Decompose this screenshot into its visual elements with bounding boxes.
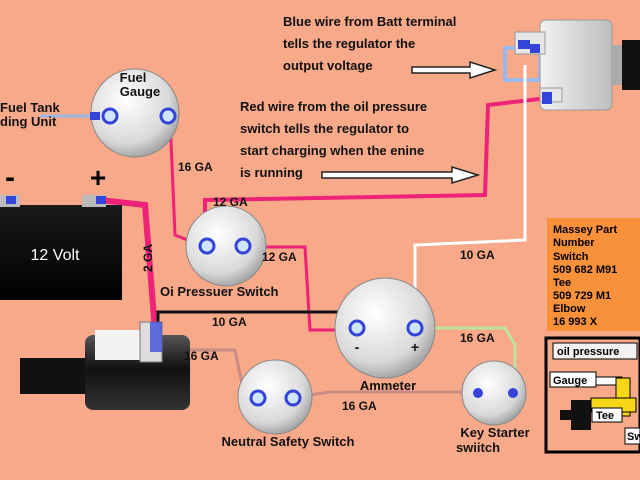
starter-motor xyxy=(20,321,190,410)
white-wire-10ga xyxy=(413,65,527,320)
ammeter: - + xyxy=(334,277,436,379)
parts-line-5: Tee xyxy=(553,277,571,289)
fuel-gauge-terminal-left xyxy=(101,107,119,125)
gauge-label-black: 10 GA xyxy=(212,315,247,329)
gauge-label-fuel-oil: 16 GA xyxy=(178,160,213,174)
key-starter-switch xyxy=(461,360,527,426)
parts-line-8: 16 993 X xyxy=(553,316,598,328)
parts-line-6: 509 729 M1 xyxy=(553,290,611,302)
parts-line-2: Number xyxy=(553,237,595,249)
arrow-red-note xyxy=(321,165,481,185)
parts-line-4: 509 682 M91 xyxy=(553,264,617,276)
note-red-line-1: Red wire from the oil pressure xyxy=(240,99,427,114)
neutral-safety-switch xyxy=(237,359,313,435)
fuel-gauge: Fuel Gauge xyxy=(90,68,180,158)
black-wire-10ga xyxy=(156,310,354,329)
battery-negative: - xyxy=(5,161,15,194)
oil-inset-gauge: Gauge xyxy=(553,375,587,387)
alternator xyxy=(514,19,640,111)
neutral-switch-terminal-right xyxy=(284,389,302,407)
fuel-gauge-label-2: Gauge xyxy=(120,84,160,99)
key-switch-label: Key Starter xyxy=(460,425,529,440)
note-blue-line-2: tells the regulator the xyxy=(283,36,415,51)
gauge-label-starter: 16 GA xyxy=(184,349,219,363)
gauge-label-oil-right: 12 GA xyxy=(262,250,297,264)
fuel-tank-label: Fuel Tank xyxy=(0,100,60,115)
key-switch-terminal-left xyxy=(473,388,483,398)
fuel-gauge-terminal-right xyxy=(159,107,177,125)
gauge-label-neutral-key: 16 GA xyxy=(342,399,377,413)
gauge-label-battery: 2 GA xyxy=(141,244,155,272)
parts-number-box: Massey Part Number Switch 509 682 M91 Te… xyxy=(547,218,640,331)
oil-pressure-inset: oil pressure Gauge Tee Sw xyxy=(544,336,640,454)
fuel-tank-label-2: ding Unit xyxy=(0,114,57,129)
note-red-line-2: switch tells the regulator to xyxy=(240,121,409,136)
oil-switch-terminal-left xyxy=(198,237,216,255)
oil-switch-label: Oi Pressuer Switch xyxy=(160,284,279,299)
ammeter-neg-sign: - xyxy=(355,339,360,355)
gauge-label-white: 10 GA xyxy=(460,248,495,262)
ammeter-pos-sign: + xyxy=(411,339,419,355)
neutral-switch-label: Neutral Safety Switch xyxy=(222,434,355,449)
connector-battery-neg xyxy=(6,196,16,204)
note-blue-line-1: Blue wire from Batt terminal xyxy=(283,14,456,29)
connector-regulator-red xyxy=(542,92,552,104)
ammeter-terminal-pos xyxy=(406,319,424,337)
gauge-label-oil-top: 12 GA xyxy=(213,195,248,209)
note-red-line-3: start charging when the enine xyxy=(240,143,424,158)
ammeter-label: Ammeter xyxy=(360,378,416,393)
key-switch-terminal-right xyxy=(508,388,518,398)
arrow-blue-note xyxy=(411,60,498,80)
oil-inset-sw: Sw xyxy=(627,431,640,443)
parts-line-1: Massey Part xyxy=(553,224,618,236)
red-wire-battery-to-starter xyxy=(99,197,158,331)
ammeter-terminal-neg xyxy=(348,319,366,337)
oil-switch-terminal-right xyxy=(234,237,252,255)
connector-battery-pos xyxy=(96,196,106,204)
connector-fuel-sender xyxy=(90,112,100,120)
fuel-gauge-label: Fuel xyxy=(120,70,147,85)
oil-inset-tee: Tee xyxy=(596,410,614,422)
battery-label: 12 Volt xyxy=(31,247,80,264)
gauge-label-green: 16 GA xyxy=(460,331,495,345)
parts-line-3: Switch xyxy=(553,251,589,263)
oil-inset-title: oil pressure xyxy=(557,346,619,358)
connector-starter xyxy=(150,322,162,352)
battery-positive: + xyxy=(90,162,106,193)
neutral-switch-terminal-left xyxy=(249,389,267,407)
oil-pressure-switch xyxy=(185,205,267,287)
battery: 12 Volt - + xyxy=(0,161,122,300)
connector-regulator-top xyxy=(518,40,540,53)
note-blue-line-3: output voltage xyxy=(283,58,373,73)
note-red-line-4: is running xyxy=(240,165,303,180)
parts-line-7: Elbow xyxy=(553,303,586,315)
red-wire-oil-to-ammeter xyxy=(240,245,352,332)
key-switch-label-2: swiitch xyxy=(456,440,500,455)
